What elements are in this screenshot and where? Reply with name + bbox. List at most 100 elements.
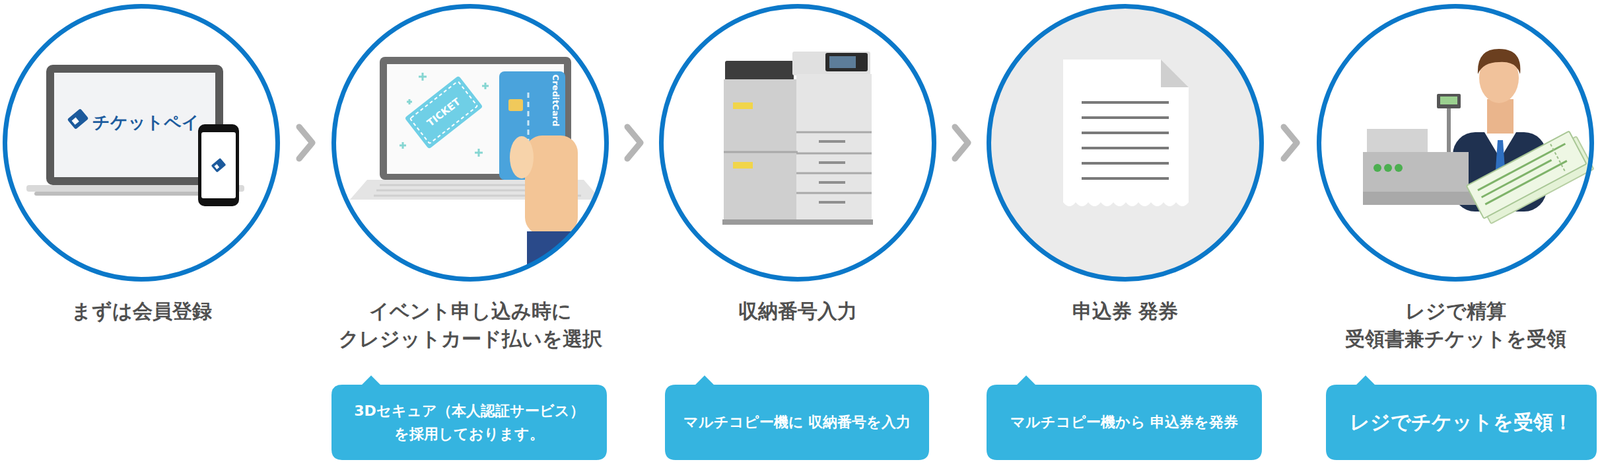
document-illustration-part <box>1081 102 1169 179</box>
register-illustration-part <box>1373 163 1382 172</box>
payment-illustration-part <box>509 136 534 179</box>
register-illustration-part <box>1446 105 1451 154</box>
laptop-phone-illustration-part <box>6 7 277 278</box>
step-circle: 申込券 発券 <box>986 3 1264 325</box>
callout-bubble: 3Dセキュア（本人認証サービス） を採用しております。 <box>331 384 607 460</box>
laptop-phone-illustration-part-part <box>213 163 220 170</box>
payment-illustration-part-part <box>474 148 483 157</box>
logo-text: チケットペイ <box>92 110 200 135</box>
circle-border <box>661 6 935 280</box>
callout-text: 3Dセキュア（本人認証サービス） を採用しております。 <box>343 398 595 446</box>
bubble-fill <box>331 375 607 460</box>
payment-illustration <box>335 7 605 278</box>
circle-outline <box>986 3 1264 282</box>
laptop-phone-illustration-part <box>67 108 90 130</box>
payment-illustration-part-part <box>399 141 407 149</box>
copier-illustration-part <box>732 102 753 109</box>
callout-bubble: レジでチケットを受領！ <box>1325 384 1597 460</box>
step-circle: レジで精算 受領書兼チケットを受領 <box>1316 3 1595 353</box>
register-illustration-part <box>1362 191 1477 205</box>
register-illustration <box>1320 7 1591 278</box>
payment-illustration-part <box>399 72 489 157</box>
step-circle: 収納番号入力 <box>659 3 937 325</box>
step-chevron <box>627 126 641 159</box>
laptop-phone-illustration-part-part <box>67 108 90 130</box>
laptop-phone-illustration-part <box>201 132 236 199</box>
callout-bubble: マルチコピー機から 申込券を発券 <box>986 384 1262 460</box>
laptop-phone-illustration <box>6 7 277 278</box>
step-chevron <box>954 126 969 159</box>
ticket-stub-part <box>1477 143 1573 205</box>
ticket-stub-part <box>1550 143 1566 172</box>
register-illustration-part <box>1384 163 1392 172</box>
payment-illustration-part-part <box>410 81 478 144</box>
register-illustration-part <box>1362 151 1469 192</box>
copier-illustration-part <box>818 141 846 203</box>
callout-text: レジでチケットを受領！ <box>1349 406 1573 438</box>
document-illustration <box>990 7 1260 278</box>
document-illustration-part <box>1063 59 1189 207</box>
register-illustration-part <box>1440 96 1458 105</box>
payment-illustration-part-part <box>406 99 413 105</box>
payment-illustration-part-part <box>404 75 484 149</box>
circle-outline <box>2 3 280 282</box>
circle-border <box>334 6 607 280</box>
callout-text: マルチコピー機に 収納番号を入力 <box>683 410 912 434</box>
register-illustration-part <box>1487 99 1514 134</box>
copier-illustration-part <box>732 161 753 169</box>
step-caption: まずは会員登録 <box>2 297 280 325</box>
step-caption: レジで精算 受領書兼チケットを受領 <box>1316 297 1595 353</box>
copier-illustration <box>662 7 933 278</box>
step-chevron <box>1283 126 1297 159</box>
payment-illustration-part <box>404 75 484 149</box>
document-illustration-part <box>990 7 1260 278</box>
circle-border <box>1319 6 1593 280</box>
register-illustration-part <box>1320 7 1591 278</box>
ticket-stub-part <box>1466 131 1587 219</box>
step-caption: 収納番号入力 <box>659 297 937 325</box>
callout-text: マルチコピー機から 申込券を発券 <box>1010 410 1239 434</box>
copier-illustration-part <box>829 56 856 69</box>
circle-border <box>989 6 1262 280</box>
payment-illustration-part <box>508 99 523 111</box>
copier-illustration-part <box>725 60 794 81</box>
copier-illustration-part <box>825 52 868 72</box>
laptop-phone-illustration-part-part <box>71 117 80 125</box>
register-illustration-part <box>1366 128 1428 153</box>
bubble-fill <box>1325 375 1597 460</box>
circle-outline <box>331 3 609 282</box>
step-caption: イベント申し込み時に クレジットカード払いを選択 <box>331 297 609 353</box>
copier-illustration-part <box>662 7 933 278</box>
laptop-phone-illustration-part <box>198 124 240 207</box>
step-circle: チケットペイまずは会員登録 <box>2 3 280 325</box>
copier-illustration-part <box>723 79 798 221</box>
copier-illustration-part <box>796 73 872 221</box>
register-illustration-part <box>1394 163 1403 172</box>
bubble-fill <box>986 375 1262 460</box>
step-circle: イベント申し込み時に クレジットカード払いを選択 <box>331 3 609 353</box>
laptop-phone-illustration-part <box>54 72 216 177</box>
register-illustration-part <box>1477 48 1521 74</box>
bubble-fill <box>664 375 930 460</box>
register-illustration-part <box>1436 93 1461 109</box>
payment-illustration-part <box>335 7 605 278</box>
copier-illustration-part <box>722 219 873 225</box>
laptop-phone-illustration-part <box>46 64 224 185</box>
copier-illustration-part <box>792 51 871 76</box>
step-chevron <box>299 126 313 159</box>
card-label: CreditCard <box>550 74 561 127</box>
circle-outline <box>1316 3 1595 282</box>
copier-illustration-part <box>723 132 872 193</box>
circle-border <box>5 6 279 280</box>
laptop-phone-illustration-part <box>211 157 227 173</box>
step-caption: 申込券 発券 <box>986 297 1264 325</box>
payment-illustration-part-part <box>482 82 489 90</box>
payment-illustration-part-part <box>418 72 427 81</box>
document-illustration-part <box>1160 59 1189 88</box>
callout-bubble: マルチコピー機に 収納番号を入力 <box>664 384 930 460</box>
laptop-phone-illustration-part-part <box>211 157 227 173</box>
ticket-label: TICKET <box>424 95 463 129</box>
circle-outline <box>659 3 937 282</box>
